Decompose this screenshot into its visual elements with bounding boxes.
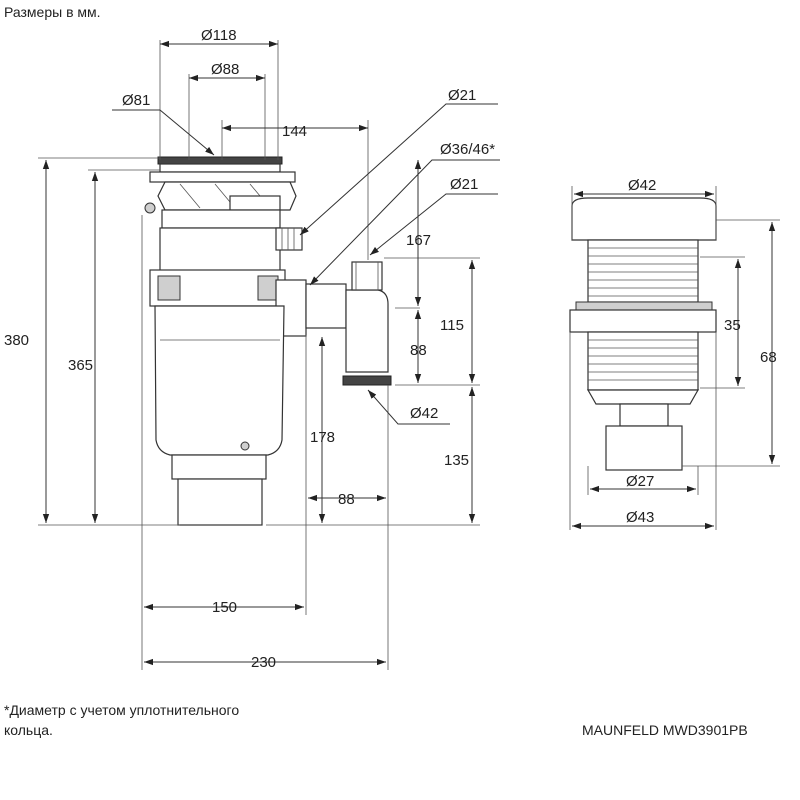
label-d36-46: Ø36/46* [440,141,495,158]
label-d81: Ø81 [122,92,150,109]
label-d42-outlet: Ø42 [410,405,438,422]
button-thread-upper [587,239,699,303]
label-88-horizontal: 88 [338,491,355,508]
button-nozzle [619,403,669,427]
motor-body [154,305,285,456]
footnote-line-2: кольца. [4,722,53,738]
label-380: 380 [4,332,29,349]
label-button-68: 68 [760,349,777,366]
label-d88: Ø88 [211,61,239,78]
label-115: 115 [440,317,464,334]
label-button-35: 35 [724,317,741,334]
drain-outlet-elbow [305,261,392,386]
footnote: *Диаметр с учетом уплотнительного кольца… [4,700,239,740]
label-d21-mid: Ø21 [450,176,478,193]
disposer-unit [144,156,392,526]
sink-flange [157,156,283,165]
label-button-d27: Ø27 [626,473,654,490]
button-dimension-lines [569,186,780,530]
footnote-line-1: *Диаметр с учетом уплотнительного [4,702,240,718]
bottom-cap [177,478,263,526]
pneumatic-button [569,197,717,471]
button-nut [569,309,717,333]
label-365: 365 [68,357,93,374]
label-167: 167 [406,232,431,249]
label-150: 150 [212,599,237,616]
label-d21-top: Ø21 [448,87,476,104]
units-note: Размеры в мм. [4,4,101,20]
label-144: 144 [282,123,307,140]
label-button-d42: Ø42 [628,177,656,194]
button-cap [571,197,717,241]
dimension-labels: Ø118 Ø88 Ø81 144 Ø21 Ø36/46* Ø21 167 380… [4,27,777,671]
upper-housing [159,227,281,273]
label-button-d43: Ø43 [626,509,654,526]
disposer-dimension-lines [38,40,500,670]
label-230: 230 [251,654,276,671]
dishwasher-inlet [275,227,303,251]
label-178: 178 [310,429,335,446]
model-name: MAUNFELD MWD3901PB [582,722,748,738]
label-d118: Ø118 [201,27,237,44]
label-135: 135 [444,452,469,469]
label-88-vertical: 88 [410,342,427,359]
